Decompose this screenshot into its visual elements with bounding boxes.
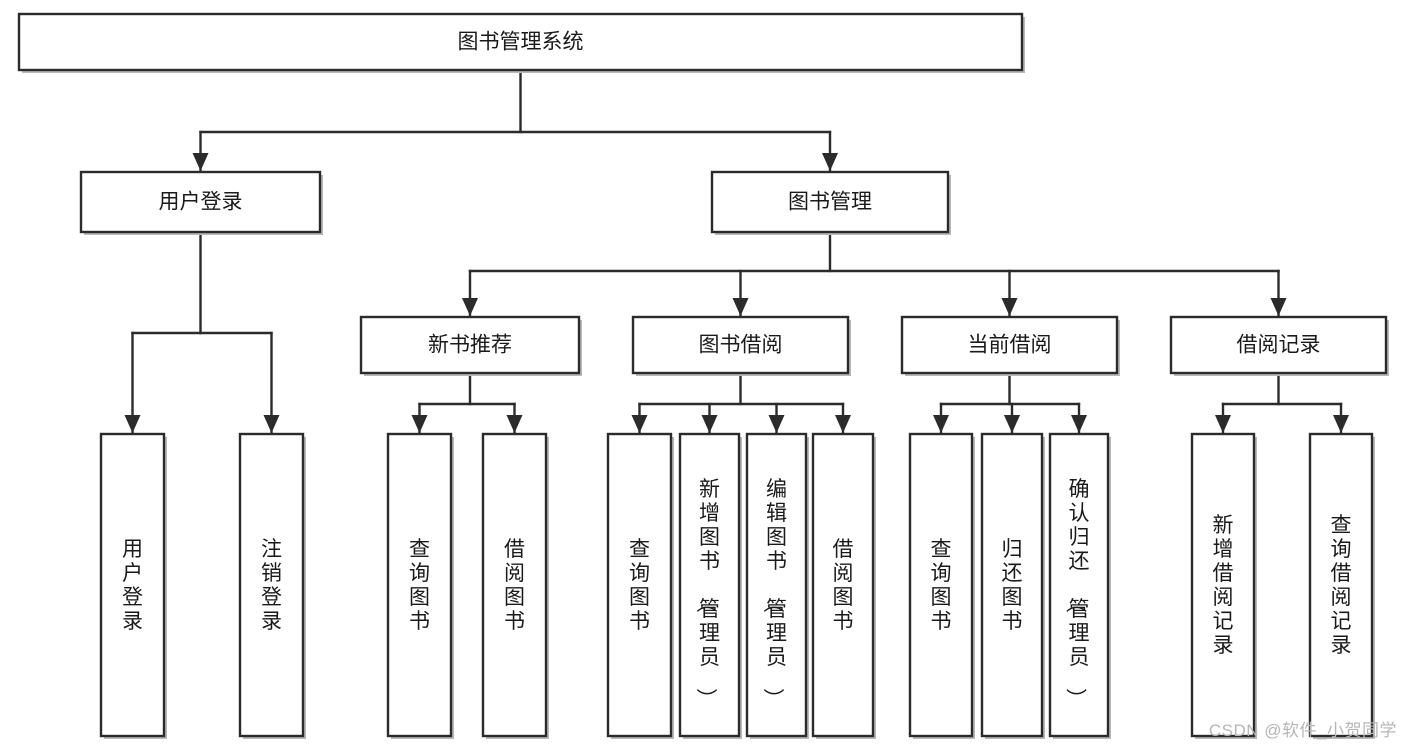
arrow-head-icon: [1270, 298, 1287, 316]
arrow-head-icon: [462, 298, 478, 316]
arrow-head-icon: [631, 415, 648, 433]
node-label: 图书借阅: [699, 334, 783, 357]
arrow-head-icon: [192, 153, 209, 171]
connector-layer: [124, 68, 1349, 434]
arrow-head-icon: [933, 415, 949, 433]
level3-node-0-新书推荐[interactable]: 新书推荐: [359, 315, 582, 376]
node-label: 编辑图书（管理员）: [761, 478, 787, 709]
box-outline: [17, 12, 1024, 72]
leaf-node-10-确认归还管理员[interactable]: 确认归还（管理员）: [1048, 432, 1111, 739]
node-label: 当前借阅: [968, 334, 1052, 357]
node-layer: 图书管理系统用户登录图书管理新书推荐图书借阅当前借阅借阅记录用户登录注销登录查询…: [17, 12, 1389, 739]
box-outline: [745, 432, 808, 738]
box-outline: [1308, 432, 1374, 738]
box-outline: [1048, 432, 1110, 738]
node-label: 借阅记录: [1237, 334, 1321, 357]
leaf-node-0-用户登录[interactable]: 用户登录: [99, 432, 167, 739]
node-label: 借阅图书: [833, 538, 854, 633]
leaf-node-7-借阅图书[interactable]: 借阅图书: [811, 432, 876, 739]
box-outline: [386, 432, 453, 738]
node-label: 归还图书: [1002, 538, 1023, 633]
box-outline: [79, 170, 322, 234]
arrow-head-icon: [835, 415, 851, 433]
box-outline: [980, 432, 1044, 738]
node-label: 用户登录: [159, 191, 243, 214]
leaf-node-12-查询借阅记录[interactable]: 查询借阅记录: [1308, 432, 1375, 739]
node-label: 查询图书: [409, 538, 430, 633]
leaf-node-5-新增图书管理员[interactable]: 新增图书（管理员）: [678, 432, 742, 739]
node-label: 图书管理系统: [458, 31, 584, 54]
root-node-0-图书管理系统[interactable]: 图书管理系统: [17, 12, 1025, 73]
level2-node-0-用户登录[interactable]: 用户登录: [79, 170, 323, 235]
node-label: 新书推荐: [428, 334, 512, 357]
box-outline: [631, 315, 850, 375]
box-outline: [238, 432, 305, 738]
arrow-head-icon: [411, 415, 428, 433]
arrow-head-icon: [263, 415, 280, 433]
level3-node-2-当前借阅[interactable]: 当前借阅: [900, 315, 1120, 376]
box-outline: [908, 432, 974, 738]
leaf-node-8-查询图书[interactable]: 查询图书: [908, 432, 975, 739]
box-outline: [1190, 432, 1256, 738]
leaf-node-9-归还图书[interactable]: 归还图书: [980, 432, 1045, 739]
node-label: 图书管理: [788, 191, 872, 214]
arrow-head-icon: [822, 153, 838, 171]
box-outline: [99, 432, 166, 738]
arrow-head-icon: [1071, 415, 1087, 433]
node-label: 查询图书: [629, 538, 650, 633]
node-label: 用户登录: [122, 538, 143, 633]
box-outline: [811, 432, 875, 738]
node-label: 查询图书: [931, 538, 952, 633]
node-label: 新增图书（管理员）: [694, 478, 720, 709]
node-label: 新增借阅记录: [1213, 514, 1234, 657]
leaf-node-3-借阅图书[interactable]: 借阅图书: [481, 432, 549, 739]
arrow-head-icon: [768, 415, 785, 433]
box-outline: [710, 170, 950, 234]
box-outline: [1169, 315, 1388, 375]
arrow-head-icon: [732, 298, 749, 316]
node-label: 借阅图书: [504, 538, 525, 633]
leaf-node-11-新增借阅记录[interactable]: 新增借阅记录: [1190, 432, 1257, 739]
leaf-node-6-编辑图书管理员[interactable]: 编辑图书（管理员）: [745, 432, 809, 739]
arrow-head-icon: [1001, 298, 1018, 316]
node-label: 注销登录: [261, 538, 282, 633]
arrow-head-icon: [1333, 415, 1349, 433]
arrow-head-icon: [1215, 415, 1231, 433]
node-label: 确认归还（管理员）: [1064, 478, 1090, 709]
box-outline: [481, 432, 548, 738]
box-outline: [900, 315, 1119, 375]
leaf-node-4-查询图书[interactable]: 查询图书: [606, 432, 674, 739]
arrow-head-icon: [1004, 415, 1020, 433]
box-outline: [359, 315, 581, 375]
box-outline: [606, 432, 673, 738]
level3-node-1-图书借阅[interactable]: 图书借阅: [631, 315, 851, 376]
level2-node-1-图书管理[interactable]: 图书管理: [710, 170, 951, 235]
arrow-head-icon: [124, 415, 141, 433]
leaf-node-2-查询图书[interactable]: 查询图书: [386, 432, 454, 739]
node-label: 查询借阅记录: [1331, 514, 1352, 657]
arrow-head-icon: [506, 415, 523, 433]
box-outline: [678, 432, 741, 738]
arrow-head-icon: [701, 415, 718, 433]
leaf-node-1-注销登录[interactable]: 注销登录: [238, 432, 306, 739]
level3-node-3-借阅记录[interactable]: 借阅记录: [1169, 315, 1389, 376]
